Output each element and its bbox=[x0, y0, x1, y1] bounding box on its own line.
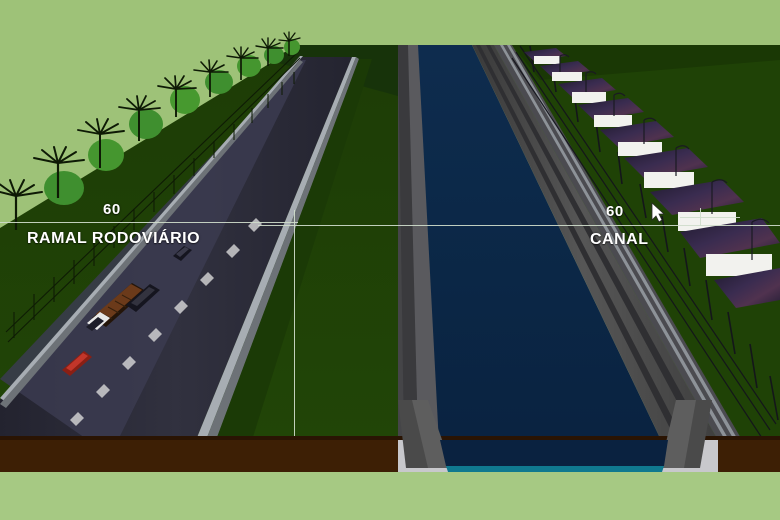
canal-section-wall-right-face bbox=[660, 400, 696, 468]
palm-tree bbox=[226, 46, 259, 80]
canal-name-label: CANAL bbox=[590, 231, 649, 248]
pointer-marker bbox=[651, 202, 666, 223]
palm-tree bbox=[33, 146, 85, 198]
street-lamp bbox=[643, 117, 657, 144]
shrub bbox=[237, 55, 261, 77]
street-lamp bbox=[751, 218, 770, 260]
shrub bbox=[205, 70, 233, 94]
palm-tree bbox=[157, 75, 197, 117]
foreground-ground bbox=[0, 472, 780, 520]
building bbox=[540, 61, 590, 81]
canal-dimension-label: 60 bbox=[606, 203, 624, 220]
road-lane-dashes bbox=[70, 218, 262, 426]
building bbox=[578, 98, 644, 127]
canal-water bbox=[418, 45, 672, 463]
road-guardrail-left-post bbox=[0, 60, 303, 408]
palm-tree bbox=[0, 179, 43, 230]
right-service-road-stripe bbox=[500, 45, 729, 440]
canal-right-bank-slope-line-a bbox=[476, 45, 690, 456]
dimension-line-road-horizontal bbox=[0, 222, 298, 223]
palm-tree bbox=[118, 95, 161, 141]
building bbox=[680, 218, 780, 276]
road-guardrail-right bbox=[196, 57, 356, 440]
soil-band-top-shadow bbox=[0, 436, 780, 440]
road-dimension-label: 60 bbox=[103, 201, 121, 218]
dimension-tick-right bbox=[680, 217, 740, 218]
vehicle-trailer-dark bbox=[126, 284, 160, 312]
canal-left-bank-top-edge bbox=[398, 45, 418, 440]
street-lamp bbox=[675, 145, 690, 176]
palm-tree bbox=[193, 59, 229, 97]
canal-section-wall-left-face bbox=[412, 400, 452, 468]
building bbox=[624, 148, 708, 188]
street-lamp bbox=[711, 179, 728, 214]
road-median-line bbox=[0, 60, 306, 440]
palm-tree bbox=[77, 118, 125, 168]
canal-section-water bbox=[440, 440, 668, 466]
palm-tree bbox=[278, 31, 301, 56]
left-fence bbox=[5, 49, 301, 343]
shrub bbox=[284, 39, 300, 55]
street-lamp bbox=[585, 71, 597, 92]
shrub bbox=[264, 46, 284, 64]
building bbox=[714, 268, 780, 308]
building bbox=[558, 78, 616, 103]
building bbox=[524, 48, 566, 64]
street-lamp bbox=[613, 92, 626, 116]
shrub bbox=[170, 86, 200, 114]
buildings-row bbox=[524, 48, 780, 308]
shrub bbox=[88, 139, 124, 171]
road-guardrail-left bbox=[0, 56, 303, 402]
vehicle-car-dark bbox=[173, 246, 192, 261]
canal-right-bank-slope-line-b bbox=[486, 45, 709, 448]
road-guardrail-right-shadow bbox=[206, 57, 359, 440]
right-service-road-stripe-2 bbox=[507, 45, 738, 440]
dimension-line-canal-vertical bbox=[700, 208, 701, 226]
dimension-line-canal-horizontal bbox=[258, 225, 780, 226]
street-lamp bbox=[559, 54, 570, 72]
vehicles bbox=[62, 246, 192, 376]
left-vegetation bbox=[0, 31, 301, 230]
vehicle-truck bbox=[86, 283, 146, 331]
building bbox=[600, 121, 674, 156]
dimension-line-road-vertical bbox=[294, 210, 295, 436]
road-name-label: RAMAL RODOVIÁRIO bbox=[27, 230, 201, 247]
shrub bbox=[129, 109, 163, 139]
palm-tree bbox=[255, 37, 284, 66]
vehicle-car-red bbox=[62, 351, 92, 376]
street-lamps bbox=[559, 54, 770, 260]
canal-section-water-surface bbox=[446, 466, 664, 472]
shrub bbox=[44, 171, 84, 205]
